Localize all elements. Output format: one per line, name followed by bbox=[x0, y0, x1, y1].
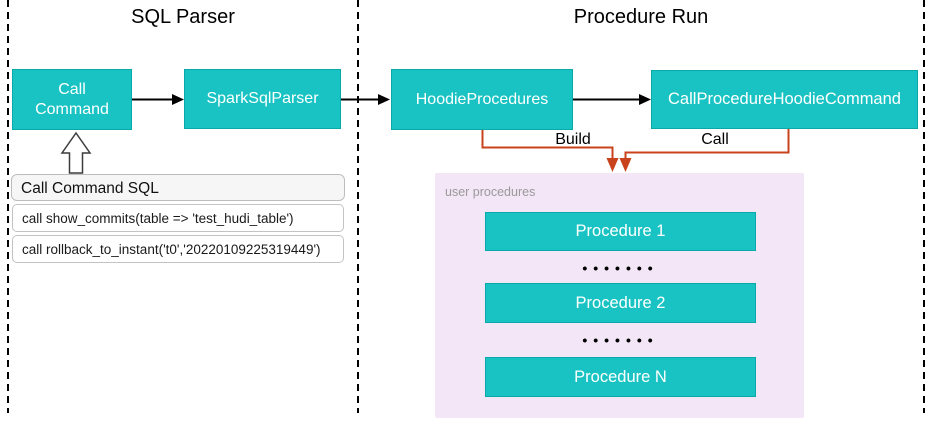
node-hoodie-procedures: HoodieProcedures bbox=[391, 69, 573, 130]
panel-title-procedure-run: Procedure Run bbox=[573, 6, 709, 28]
panel-title-sql-parser: SQL Parser bbox=[131, 6, 235, 28]
user-procedures-container: user procedures Procedure 1 ••••••• Proc… bbox=[435, 173, 804, 418]
sql-box-row: call show_commits(table => 'test_hudi_ta… bbox=[12, 204, 344, 232]
ellipsis-dots: ••••••• bbox=[582, 260, 659, 276]
node-call-procedure-hoodie-command: CallProcedureHoodieCommand bbox=[651, 70, 918, 129]
node-procedure-n: Procedure N bbox=[485, 357, 756, 397]
node-call-command: Call Command bbox=[12, 69, 132, 130]
user-procedures-label: user procedures bbox=[445, 185, 536, 199]
arrow-hoodie-procedures-to-command bbox=[573, 94, 651, 105]
ellipsis-dots: ••••••• bbox=[582, 332, 659, 348]
node-spark-sql-parser-label: SparkSqlParser bbox=[206, 90, 319, 107]
edge-label-call: Call bbox=[701, 131, 729, 148]
node-procedure-1-label: Procedure 1 bbox=[575, 222, 666, 240]
sql-box-header: Call Command SQL bbox=[11, 174, 345, 201]
node-spark-sql-parser: SparkSqlParser bbox=[184, 69, 341, 129]
sql-box-row: call rollback_to_instant('t0','202201092… bbox=[12, 235, 344, 263]
node-procedure-2-label: Procedure 2 bbox=[575, 293, 666, 312]
node-procedure-n-label: Procedure N bbox=[574, 367, 667, 386]
node-call-procedure-hoodie-command-label: CallProcedureHoodieCommand bbox=[668, 90, 901, 109]
edge-label-build: Build bbox=[555, 131, 591, 148]
arrow-call-command-to-parser bbox=[132, 94, 184, 105]
arrow-parser-to-hoodie-procedures bbox=[341, 94, 390, 105]
node-hoodie-procedures-label: HoodieProcedures bbox=[415, 90, 549, 108]
node-call-command-label: Call Command bbox=[35, 80, 109, 118]
up-arrow-icon bbox=[60, 131, 92, 174]
node-procedure-2: Procedure 2 bbox=[485, 283, 756, 323]
node-procedure-1: Procedure 1 bbox=[485, 212, 756, 251]
